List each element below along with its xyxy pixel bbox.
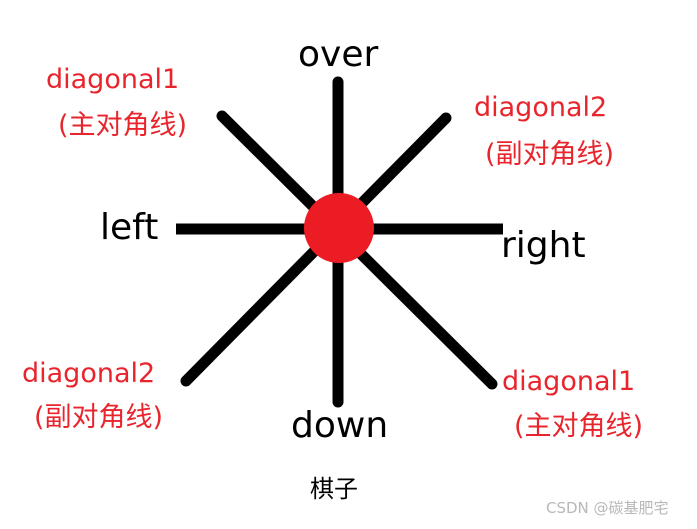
label-left: left bbox=[100, 207, 159, 248]
label-bottom-right-diagonal: diagonal1 bbox=[502, 366, 636, 397]
label-right: right bbox=[501, 225, 586, 266]
label-top-left-note: (主对角线) bbox=[58, 110, 188, 141]
chess-piece bbox=[304, 193, 374, 263]
label-top-left-diagonal: diagonal1 bbox=[46, 64, 180, 95]
label-bottom-right-note: (主对角线) bbox=[514, 411, 644, 442]
label-over: over bbox=[298, 34, 379, 75]
label-bottom-left-note: (副对角线) bbox=[34, 402, 164, 433]
caption-chess-piece: 棋子 bbox=[310, 475, 358, 503]
label-bottom-left-diagonal: diagonal2 bbox=[22, 358, 156, 389]
label-down: down bbox=[291, 405, 389, 446]
label-top-right-diagonal: diagonal2 bbox=[474, 92, 608, 123]
watermark: CSDN @碳基肥宅 bbox=[546, 499, 669, 517]
label-top-right-note: (副对角线) bbox=[485, 139, 615, 170]
